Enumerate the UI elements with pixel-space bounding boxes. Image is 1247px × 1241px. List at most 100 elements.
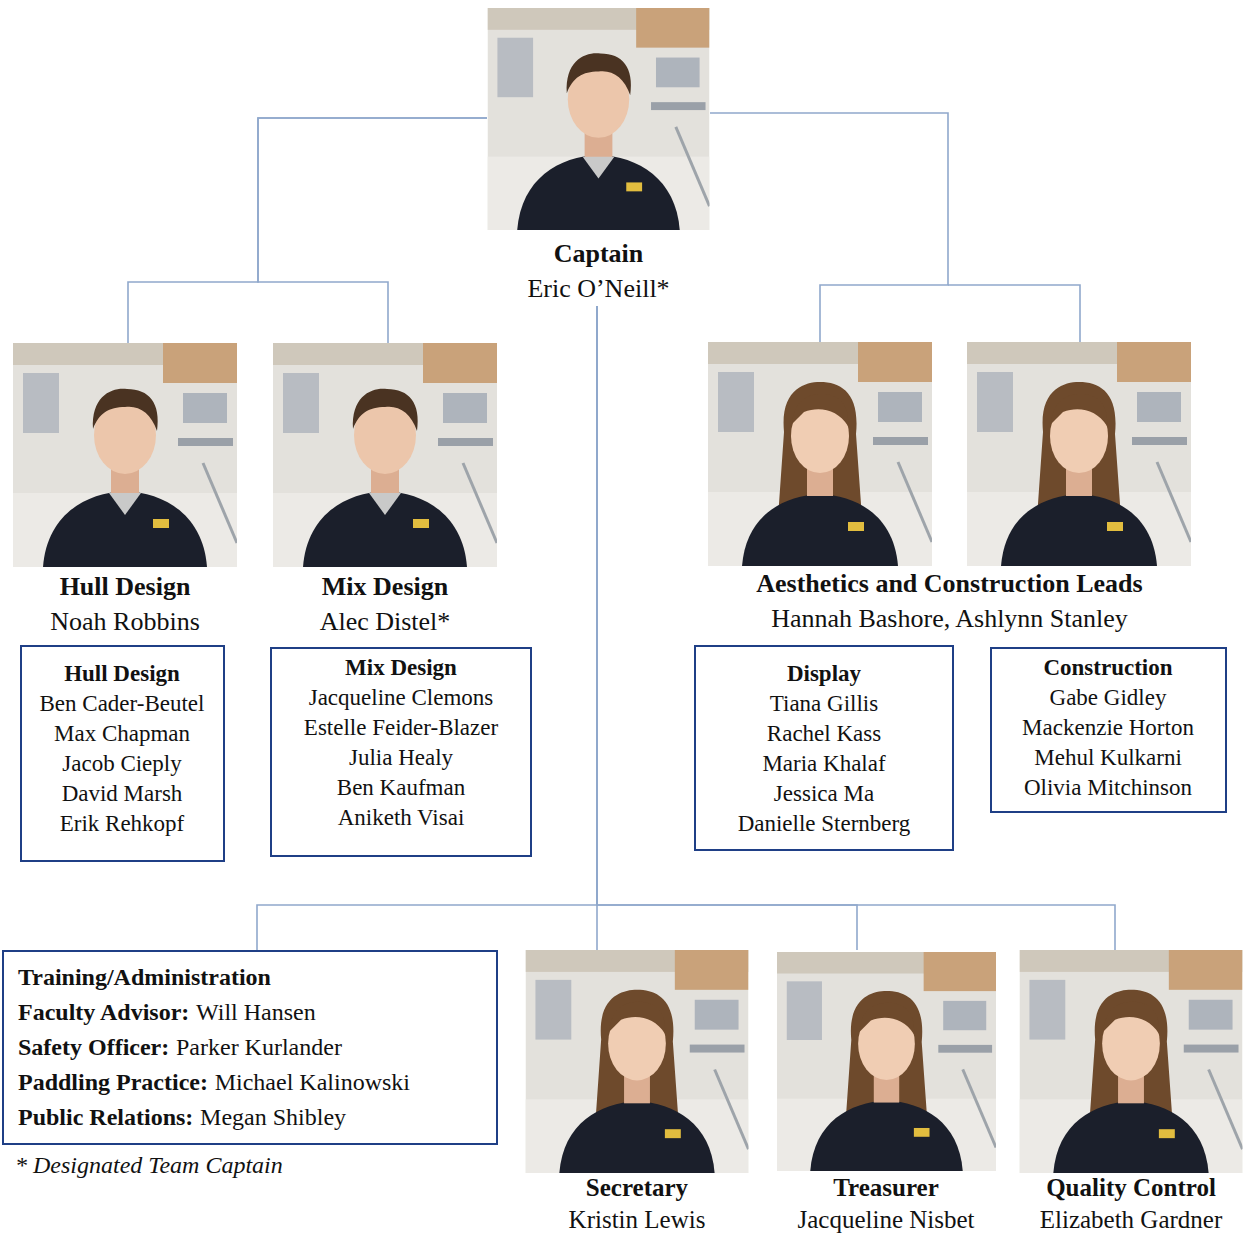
member-name: Safety Officer: [18, 1034, 169, 1060]
role-title: Hull Design [64, 661, 180, 686]
text-line: Jessica Ma [706, 779, 942, 809]
text-line: Safety Officer: Parker Kurlander [18, 1030, 482, 1065]
role-card: SecretaryKristin Lewis [525, 950, 749, 1236]
text-line: Hull Design [13, 569, 237, 604]
member-name: Ben Kaufman [337, 775, 465, 800]
lead-photo [13, 343, 237, 567]
member-name: Danielle Sternberg [738, 811, 911, 836]
text-line: Max Chapman [32, 719, 213, 749]
member-name: Michael Kalinowski [215, 1069, 410, 1095]
org-connector [257, 306, 597, 950]
text-line: Gabe Gidley [1002, 683, 1215, 713]
text-line: Mix Design [273, 569, 497, 604]
text-line: Faculty Advisor: Will Hansen [18, 995, 482, 1030]
role-title: Display [787, 661, 861, 686]
member-name: Max Chapman [54, 721, 190, 746]
text-line: Ben Kaufman [282, 773, 520, 803]
member-name: Erik Rehkopf [60, 811, 185, 836]
text-line: Eric O’Neill* [487, 271, 710, 306]
text-line: Jacqueline Clemons [282, 683, 520, 713]
text-line: Display [706, 659, 942, 689]
member-name: Mehul Kulkarni [1034, 745, 1182, 770]
text-line: Hull Design [32, 659, 213, 689]
member-name: David Marsh [62, 781, 183, 806]
footnote: * Designated Team Captain [15, 1150, 283, 1180]
text-line: Rachel Kass [706, 719, 942, 749]
text-line: Danielle Sternberg [706, 809, 942, 839]
text-line: Paddling Practice: Michael Kalinowski [18, 1065, 482, 1100]
role-title: Mix Design [322, 572, 448, 601]
member-name: Paddling Practice: [18, 1069, 208, 1095]
member-name: Mackenzie Horton [1022, 715, 1194, 740]
org-connector [710, 113, 948, 342]
role-title: Secretary [586, 1174, 688, 1201]
member-name: Megan Shibley [200, 1104, 346, 1130]
text-line: Jacqueline Nisbet [777, 1204, 996, 1236]
text-line: Kristin Lewis [525, 1204, 749, 1236]
text-line: Secretary [525, 1172, 749, 1204]
text-line: Estelle Feider-Blazer [282, 713, 520, 743]
member-name: Estelle Feider-Blazer [304, 715, 498, 740]
member-name: Noah Robbins [50, 607, 200, 636]
text-line: Treasurer [777, 1172, 996, 1204]
text-line: Noah Robbins [13, 604, 237, 639]
text-line: Captain [487, 236, 710, 271]
text-line: Jacob Cieply [32, 749, 213, 779]
role-title: Captain [554, 239, 644, 268]
member-name: Alec Distel* [320, 607, 451, 636]
member-name: Parker Kurlander [176, 1034, 342, 1060]
member-box: Training/AdministrationFaculty Advisor: W… [2, 950, 498, 1145]
role-card: TreasurerJacqueline Nisbet [777, 950, 996, 1236]
member-name: Aniketh Visai [338, 805, 465, 830]
text-line: Ben Cader-Beutel [32, 689, 213, 719]
member-name: Will Hansen [196, 999, 316, 1025]
officer-photo [526, 950, 749, 1173]
role-title: Hull Design [60, 572, 191, 601]
role-title: Construction [1043, 655, 1172, 680]
role-card: Hull DesignNoah Robbins [13, 343, 237, 639]
role-card: Quality ControlElizabeth Gardner [1019, 950, 1243, 1236]
text-line: Quality Control [1019, 1172, 1243, 1204]
role-title: Aesthetics and Construction Leads [756, 569, 1142, 598]
member-name: Olivia Mitchinson [1024, 775, 1192, 800]
role-title: Quality Control [1046, 1174, 1216, 1201]
org-connector [258, 118, 487, 343]
text-line: Maria Khalaf [706, 749, 942, 779]
text-line: Aesthetics and Construction Leads [708, 566, 1191, 601]
member-name: Kristin Lewis [569, 1206, 706, 1233]
role-card: CaptainEric O’Neill* [487, 8, 710, 306]
text-line: Mackenzie Horton [1002, 713, 1215, 743]
member-box: DisplayTiana GillisRachel KassMaria Khal… [694, 645, 954, 851]
member-name: Ben Cader-Beutel [40, 691, 205, 716]
lead-photo [273, 343, 497, 567]
member-name: Rachel Kass [767, 721, 881, 746]
text-line: Aniketh Visai [282, 803, 520, 833]
role-title: Mix Design [345, 655, 457, 680]
member-box: ConstructionGabe GidleyMackenzie HortonM… [990, 647, 1227, 813]
text-line: Tiana Gillis [706, 689, 942, 719]
member-name: Maria Khalaf [762, 751, 885, 776]
member-name: Gabe Gidley [1050, 685, 1167, 710]
text-line: Training/Administration [18, 960, 482, 995]
captain-photo [488, 8, 710, 230]
lead-photo [967, 342, 1191, 566]
member-name: Public Relations: [18, 1104, 193, 1130]
role-title: Treasurer [833, 1174, 939, 1201]
member-name: Hannah Bashore, Ashlynn Stanley [771, 604, 1128, 633]
text-line: Construction [1002, 653, 1215, 683]
role-title: Training/Administration [18, 964, 271, 990]
org-connector [128, 118, 487, 343]
role-card: Mix DesignAlec Distel* [273, 343, 497, 639]
text-line: Alec Distel* [273, 604, 497, 639]
text-line: Public Relations: Megan Shibley [18, 1100, 482, 1135]
member-name: Jessica Ma [774, 781, 874, 806]
member-name: Faculty Advisor: [18, 999, 189, 1025]
text-line: Mehul Kulkarni [1002, 743, 1215, 773]
text-line: Mix Design [282, 653, 520, 683]
member-name: Tiana Gillis [770, 691, 878, 716]
member-name: Jacob Cieply [62, 751, 181, 776]
member-name: Eric O’Neill* [527, 274, 669, 303]
officer-photo [1020, 950, 1243, 1173]
member-name: Elizabeth Gardner [1040, 1206, 1223, 1233]
